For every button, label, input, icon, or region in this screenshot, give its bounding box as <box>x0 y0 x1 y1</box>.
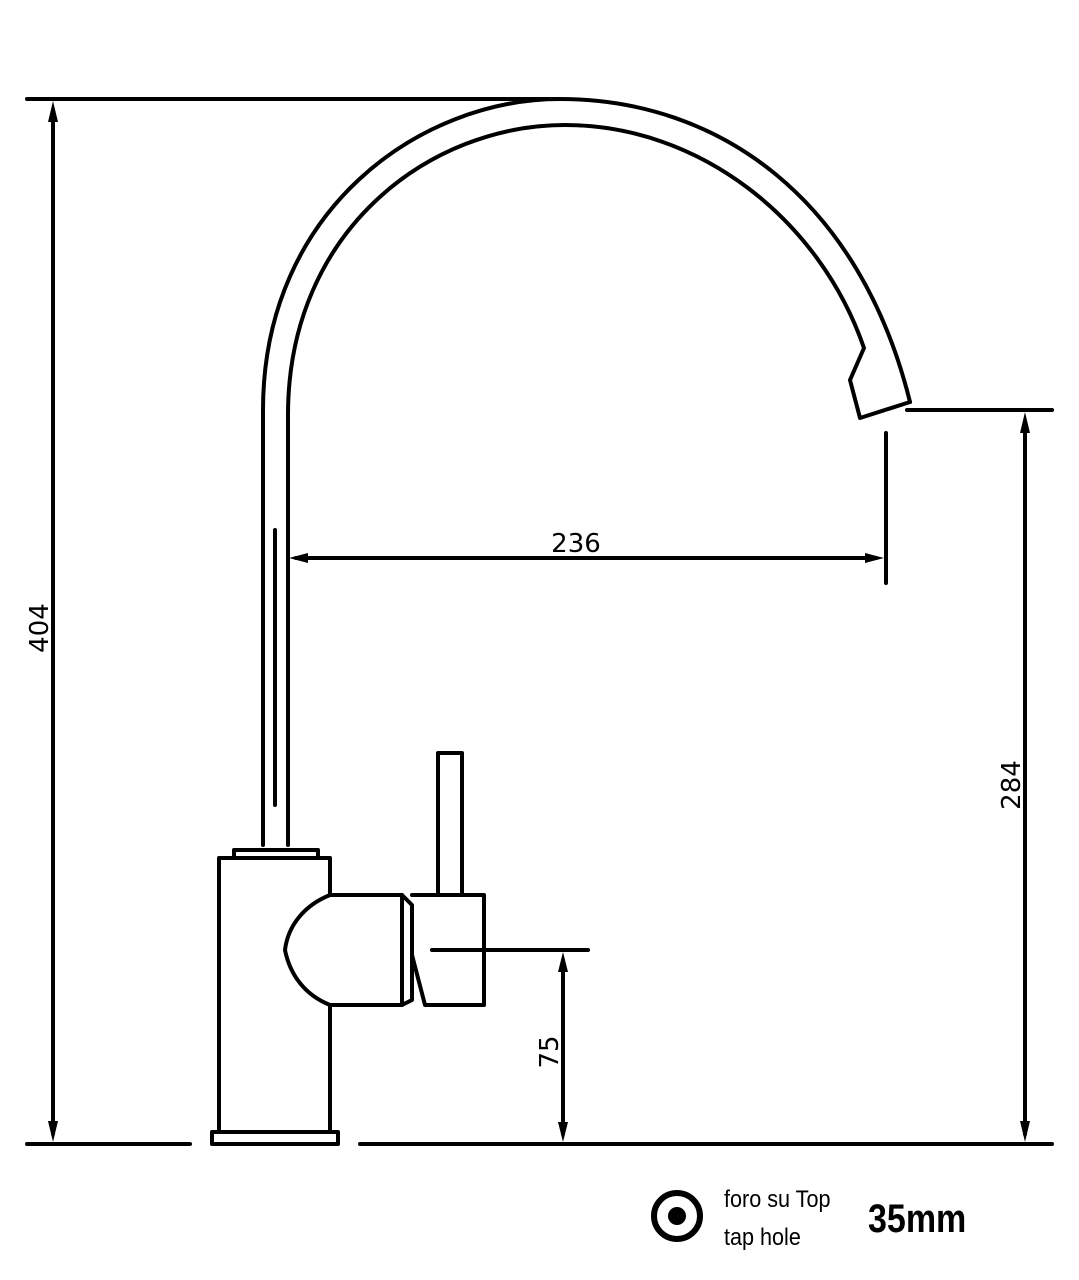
tap-hole-size: 35mm <box>868 1197 967 1241</box>
spout-inner <box>286 123 912 847</box>
legend-line-italian: foro su Top <box>724 1186 831 1213</box>
lever-handle <box>436 751 464 897</box>
dim-75-label: 75 <box>535 1035 565 1068</box>
base-plate <box>210 1130 340 1146</box>
tap-hole-icon <box>651 1190 703 1242</box>
legend-line-english: tap hole <box>724 1224 801 1251</box>
spout-outer <box>261 97 912 847</box>
dim-284-label: 284 <box>997 760 1027 810</box>
dim-404-label: 404 <box>25 603 55 653</box>
dim-236-label: 236 <box>551 529 601 559</box>
cartridge-dome <box>283 893 332 1007</box>
